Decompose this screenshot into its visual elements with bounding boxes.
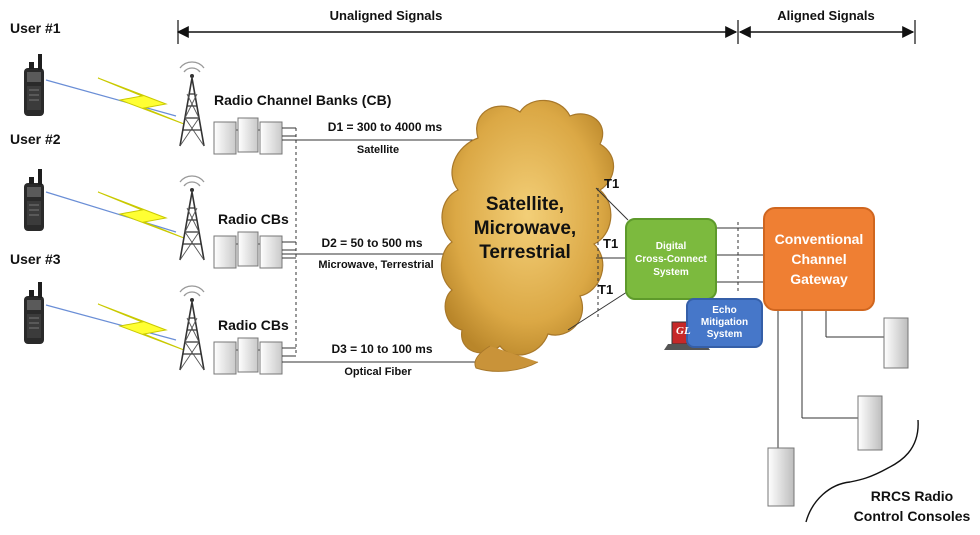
console-brace — [805, 419, 919, 523]
cloud-line: Satellite, — [485, 194, 565, 215]
user-2-label: User #2 — [10, 131, 61, 147]
dcs-line: Cross-Connect — [635, 253, 707, 265]
conventional-gateway-box: Conventional Channel Gateway — [763, 207, 875, 311]
link-medium-label: Microwave, Terrestrial — [318, 259, 434, 271]
echo-line: Echo — [712, 305, 737, 316]
radio-handset-icon — [23, 168, 45, 232]
dcs-line: Digital — [655, 240, 687, 252]
aligned-signals-label: Aligned Signals — [777, 8, 875, 23]
link-medium-label: Optical Fiber — [344, 366, 412, 378]
radio-handset-icon — [23, 53, 45, 117]
channel-bank-label: Radio CBs — [218, 211, 289, 227]
gl-logo: GL — [676, 325, 691, 337]
channel-bank-label: Radio CBs — [218, 317, 289, 333]
gateway-line: Gateway — [790, 271, 848, 287]
console-icon — [767, 447, 795, 507]
t1-label: T1 — [603, 236, 619, 251]
unaligned-signals-label: Unaligned Signals — [329, 8, 443, 23]
t1-label: T1 — [598, 282, 614, 297]
link-delay-label: D2 = 50 to 500 ms — [321, 236, 423, 250]
consoles-line: RRCS Radio — [870, 488, 954, 504]
cloud-label: Satellite, Microwave, Terrestrial — [445, 193, 605, 265]
consoles-label: RRCS Radio Control Consoles — [854, 486, 971, 526]
link-delay-label: D1 = 300 to 4000 ms — [327, 120, 443, 134]
network-cloud — [440, 99, 615, 356]
radio-handset-icon — [23, 281, 45, 345]
gateway-line: Conventional — [774, 231, 864, 247]
channel-bank-icon — [213, 231, 283, 269]
radio-tower-icon — [179, 285, 205, 371]
consoles-line: Control Consoles — [853, 508, 971, 524]
cloud-line: Terrestrial — [479, 242, 571, 263]
channel-bank-icon — [213, 337, 283, 375]
user-1-label: User #1 — [10, 20, 61, 36]
lightning-icon — [97, 303, 185, 351]
user-3-label: User #3 — [10, 251, 61, 267]
radio-tower-icon — [179, 61, 205, 147]
console-icon — [883, 317, 909, 369]
lightning-icon — [97, 77, 185, 125]
echo-line: System — [706, 329, 743, 340]
echo-line: Mitigation — [700, 317, 749, 328]
dcs-line: System — [653, 266, 689, 278]
link-medium-label: Satellite — [356, 144, 400, 156]
console-icon — [857, 395, 883, 451]
radio-tower-icon — [179, 175, 205, 261]
cloud-line: Microwave, — [473, 218, 577, 239]
echo-mitigation-box: Echo Mitigation System — [686, 298, 763, 348]
gateway-line: Channel — [791, 251, 847, 267]
digital-cross-connect-box: Digital Cross-Connect System — [625, 218, 717, 300]
channel-bank-label: Radio Channel Banks (CB) — [214, 92, 392, 108]
channel-bank-icon — [213, 117, 283, 155]
t1-label: T1 — [604, 176, 620, 191]
link-delay-label: D3 = 10 to 100 ms — [331, 342, 433, 356]
